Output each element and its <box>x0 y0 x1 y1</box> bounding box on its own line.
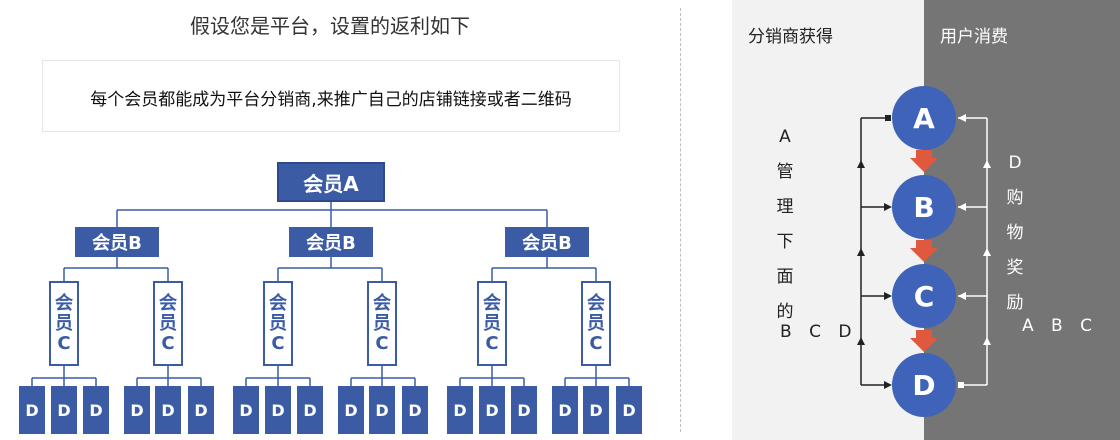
member-d-node: D <box>511 386 537 434</box>
caption-char: 理 <box>776 197 794 217</box>
member-d-node: D <box>124 386 150 434</box>
member-c-char: 员 <box>159 312 177 334</box>
caption-char: 管 <box>776 162 794 182</box>
reward-caption: D 购 物 奖 励 <box>1000 146 1030 321</box>
distributor-panel-label: 分销商获得 <box>748 27 833 47</box>
caption-char: 的 <box>776 302 794 322</box>
caption-char: 下 <box>776 232 794 252</box>
member-c-char: 会 <box>159 292 177 314</box>
caption-char: A <box>779 127 791 147</box>
caption-char: 物 <box>1006 223 1024 243</box>
member-c-node: 会 员 C <box>263 281 293 366</box>
page-title: 假设您是平台，设置的返利如下 <box>190 14 470 38</box>
member-c-char: C <box>161 332 175 354</box>
member-d-node: D <box>51 386 77 434</box>
member-c-char: 员 <box>55 312 73 334</box>
chain-arrows <box>910 150 938 352</box>
tree-connectors <box>31 202 630 386</box>
member-c-char: C <box>271 332 285 354</box>
member-d-node: D <box>233 386 259 434</box>
member-d-node: D <box>155 386 181 434</box>
member-d-node: D <box>583 386 609 434</box>
member-d-node: D <box>479 386 505 434</box>
member-d-node: D <box>447 386 473 434</box>
member-d-node: D <box>188 386 214 434</box>
member-c-char: 会 <box>373 292 391 314</box>
member-c-char: C <box>57 332 71 354</box>
chain-node-b: B <box>892 175 956 239</box>
caption-char: 奖 <box>1006 258 1024 278</box>
distributor-panel <box>732 0 924 440</box>
member-c-node: 会 员 C <box>477 281 507 366</box>
member-d-node: D <box>265 386 291 434</box>
intro-banner: 每个会员都能成为平台分销商,来推广自己的店铺链接或者二维码 <box>42 60 620 132</box>
chain-node-d: D <box>892 353 956 417</box>
consumer-panel <box>924 0 1120 440</box>
caption-char: 面 <box>776 267 794 287</box>
member-c-char: 员 <box>269 312 287 334</box>
caption-char: 励 <box>1006 293 1024 313</box>
chain-node-c: C <box>892 264 956 328</box>
member-c-node: 会 员 C <box>581 281 611 366</box>
member-d-node: D <box>83 386 109 434</box>
member-c-char: 会 <box>269 292 287 314</box>
member-b-node: 会员B <box>505 227 589 257</box>
member-d-node: D <box>552 386 578 434</box>
member-c-char: C <box>589 332 603 354</box>
member-c-node: 会 员 C <box>49 281 79 366</box>
caption-char: D <box>1008 153 1022 173</box>
member-d-node: D <box>369 386 395 434</box>
member-c-char: 会 <box>587 292 605 314</box>
management-caption-tail: B C D <box>780 322 858 342</box>
member-c-char: 员 <box>587 312 605 334</box>
member-d-node: D <box>338 386 364 434</box>
member-c-char: 员 <box>373 312 391 334</box>
member-d-node: D <box>19 386 45 434</box>
member-b-node: 会员B <box>75 227 159 257</box>
member-c-char: 会 <box>483 292 501 314</box>
member-c-char: C <box>375 332 389 354</box>
member-c-node: 会 员 C <box>367 281 397 366</box>
consumer-panel-label: 用户消费 <box>940 27 1008 47</box>
section-divider <box>680 8 681 432</box>
member-b-node: 会员B <box>289 227 373 257</box>
member-d-node: D <box>297 386 323 434</box>
caption-char: 购 <box>1006 188 1024 208</box>
intro-banner-text: 每个会员都能成为平台分销商,来推广自己的店铺链接或者二维码 <box>90 90 572 110</box>
member-c-char: 员 <box>483 312 501 334</box>
member-d-node: D <box>402 386 428 434</box>
member-c-char: 会 <box>55 292 73 314</box>
member-c-char: C <box>485 332 499 354</box>
chain-node-a: A <box>892 86 956 150</box>
reward-caption-tail: A B C <box>1022 316 1098 336</box>
member-a-node: 会员A <box>277 162 385 202</box>
member-d-node: D <box>616 386 642 434</box>
management-caption: A 管 理 下 面 的 <box>770 120 800 330</box>
member-c-node: 会 员 C <box>153 281 183 366</box>
